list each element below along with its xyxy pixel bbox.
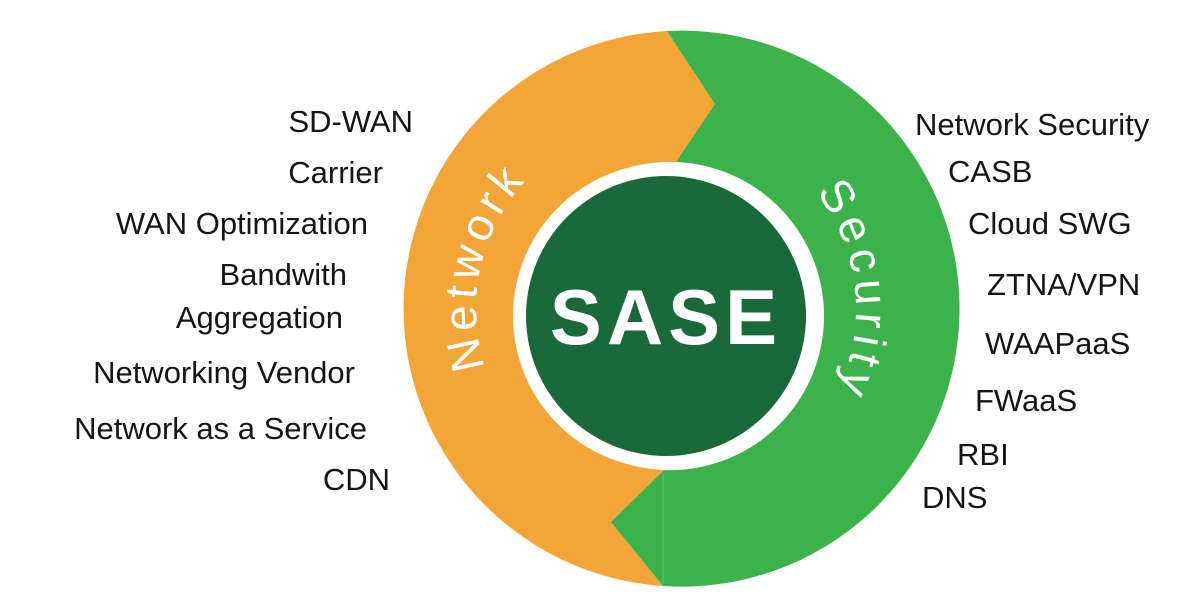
network-arc-shape — [403, 31, 715, 586]
security-list-item: Cloud SWG — [968, 206, 1132, 241]
security-list-item: WAAPaaS — [985, 326, 1131, 361]
center-circle — [526, 176, 806, 456]
network-list-item: Network as a Service — [74, 411, 367, 446]
security-list-item: RBI — [957, 437, 1009, 472]
sase-label: SASE — [550, 273, 782, 361]
network-list-item: CDN — [322, 462, 390, 497]
network-list-item: Networking Vendor — [93, 355, 355, 390]
network-list-item: Carrier — [288, 155, 383, 190]
security-list-item: ZTNA/VPN — [987, 267, 1141, 302]
network-list-item: WAN Optimization — [115, 206, 368, 241]
security-arc-shape — [611, 30, 960, 587]
network-list-item: Aggregation — [175, 300, 343, 335]
security-list-item: Network Security — [915, 107, 1150, 142]
network-list-item: Bandwith — [219, 257, 347, 292]
security-list-item: FWaaS — [975, 383, 1078, 418]
security-list-item: DNS — [922, 480, 988, 515]
security-list-item: CASB — [948, 154, 1033, 189]
network-list-item: SD-WAN — [288, 104, 413, 139]
